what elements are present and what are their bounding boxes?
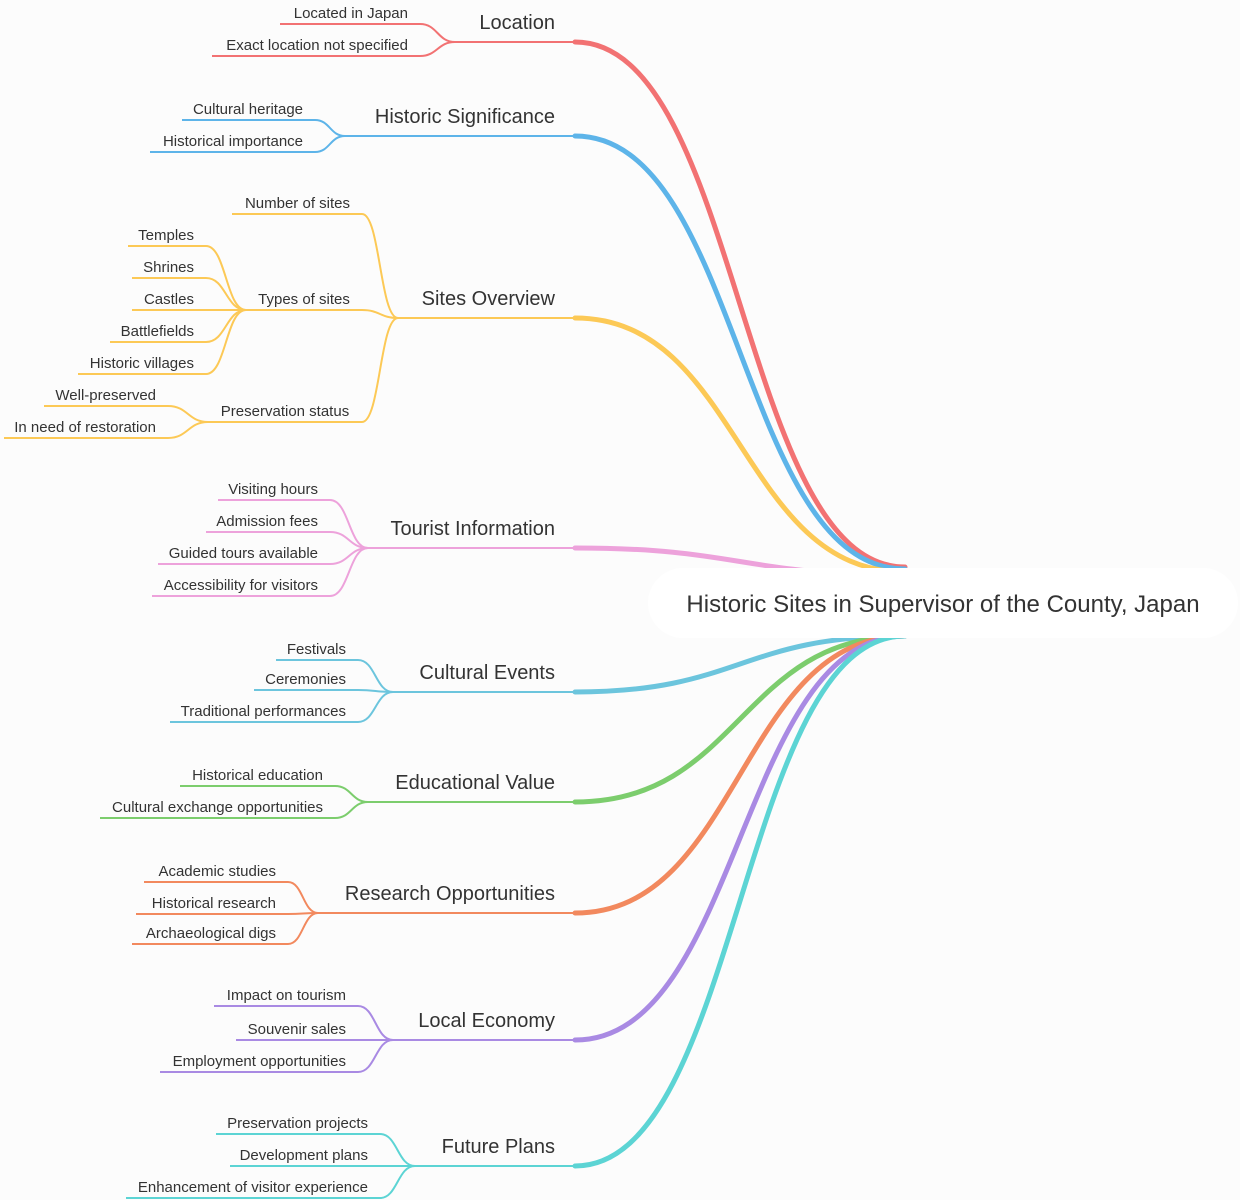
link-root-future-plans: [572, 633, 908, 1169]
node-enhancement-of-visitor-experience[interactable]: Enhancement of visitor experience: [138, 1179, 368, 1196]
link-academic-studies: [287, 881, 319, 914]
node-types-of-sites[interactable]: Types of sites: [258, 291, 350, 308]
node-historical-importance[interactable]: Historical importance: [163, 133, 303, 150]
node-historic-villages[interactable]: Historic villages: [90, 355, 194, 372]
link-battlefields: [205, 309, 247, 343]
branch-educational-value[interactable]: Educational Value: [395, 772, 555, 794]
link-historical-importance: [314, 135, 346, 153]
link-root-location: [572, 39, 908, 570]
link-festivals: [357, 659, 394, 693]
node-archaeological-digs[interactable]: Archaeological digs: [146, 925, 276, 942]
node-temples[interactable]: Temples: [138, 227, 194, 244]
link-historic-villages: [205, 309, 247, 375]
node-well-preserved[interactable]: Well-preserved: [55, 387, 156, 404]
node-traditional-performances[interactable]: Traditional performances: [181, 703, 346, 720]
node-guided-tours-available[interactable]: Guided tours available: [169, 545, 318, 562]
link-cultural-exchange-opportunities: [334, 801, 369, 819]
branch-research-opportunities[interactable]: Research Opportunities: [345, 883, 555, 905]
branch-historic-significance[interactable]: Historic Significance: [375, 106, 555, 128]
root-node[interactable]: Historic Sites in Supervisor of the Coun…: [648, 568, 1238, 638]
branch-cultural-events[interactable]: Cultural Events: [419, 662, 555, 684]
node-historical-research[interactable]: Historical research: [152, 895, 276, 912]
link-number-of-sites: [361, 213, 399, 319]
link-root-local-economy: [572, 633, 908, 1043]
node-cultural-exchange-opportunities[interactable]: Cultural exchange opportunities: [112, 799, 323, 816]
node-exact-location-not-specified[interactable]: Exact location not specified: [226, 37, 408, 54]
node-located-in-japan[interactable]: Located in Japan: [294, 5, 408, 22]
link-historical-education: [334, 785, 369, 803]
link-root-cultural-events: [572, 633, 908, 695]
branch-sites-overview[interactable]: Sites Overview: [422, 288, 556, 310]
root-node-box: [648, 568, 1238, 638]
link-cultural-heritage: [314, 119, 346, 137]
branch-location[interactable]: Location: [479, 12, 555, 34]
node-souvenir-sales[interactable]: Souvenir sales: [248, 1021, 346, 1038]
link-preservation-status: [361, 317, 399, 423]
node-accessibility-for-visitors[interactable]: Accessibility for visitors: [164, 577, 318, 594]
node-shrines[interactable]: Shrines: [143, 259, 194, 276]
node-festivals[interactable]: Festivals: [287, 641, 346, 658]
link-root-research-opportunities: [572, 633, 908, 916]
link-exact-location-not-specified: [419, 41, 456, 57]
node-number-of-sites[interactable]: Number of sites: [245, 195, 350, 212]
link-root-sites-overview: [572, 315, 908, 575]
link-archaeological-digs: [287, 912, 319, 945]
node-admission-fees[interactable]: Admission fees: [216, 513, 318, 530]
link-located-in-japan: [419, 23, 456, 43]
node-visiting-hours[interactable]: Visiting hours: [228, 481, 318, 498]
node-preservation-status[interactable]: Preservation status: [221, 403, 349, 420]
node-historical-education[interactable]: Historical education: [192, 767, 323, 784]
node-castles[interactable]: Castles: [144, 291, 194, 308]
node-development-plans[interactable]: Development plans: [240, 1147, 368, 1164]
node-employment-opportunities[interactable]: Employment opportunities: [173, 1053, 346, 1070]
connector-layer: [4, 23, 908, 1199]
link-temples: [205, 245, 247, 311]
link-impact-on-tourism: [357, 1005, 394, 1041]
link-in-need-of-restoration: [167, 421, 209, 439]
branch-local-economy[interactable]: Local Economy: [418, 1010, 555, 1032]
link-preservation-projects: [379, 1133, 416, 1167]
link-accessibility-for-visitors: [329, 547, 369, 597]
link-employment-opportunities: [357, 1039, 394, 1073]
node-preservation-projects[interactable]: Preservation projects: [227, 1115, 368, 1132]
link-well-preserved: [167, 405, 209, 423]
link-types-of-sites: [361, 309, 399, 319]
link-traditional-performances: [357, 691, 394, 723]
root-title: Historic Sites in Supervisor of the Coun…: [686, 591, 1199, 618]
link-root-historic-significance: [572, 133, 908, 572]
node-academic-studies[interactable]: Academic studies: [158, 863, 276, 880]
link-shrines: [205, 277, 247, 311]
link-root-educational-value: [572, 633, 908, 805]
node-in-need-of-restoration[interactable]: In need of restoration: [14, 419, 156, 436]
branch-future-plans[interactable]: Future Plans: [442, 1136, 555, 1158]
branch-tourist-information[interactable]: Tourist Information: [390, 518, 555, 540]
node-ceremonies[interactable]: Ceremonies: [265, 671, 346, 688]
node-battlefields[interactable]: Battlefields: [121, 323, 194, 340]
link-enhancement-of-visitor-experience: [379, 1165, 416, 1199]
node-cultural-heritage[interactable]: Cultural heritage: [193, 101, 303, 118]
node-impact-on-tourism[interactable]: Impact on tourism: [227, 987, 346, 1004]
